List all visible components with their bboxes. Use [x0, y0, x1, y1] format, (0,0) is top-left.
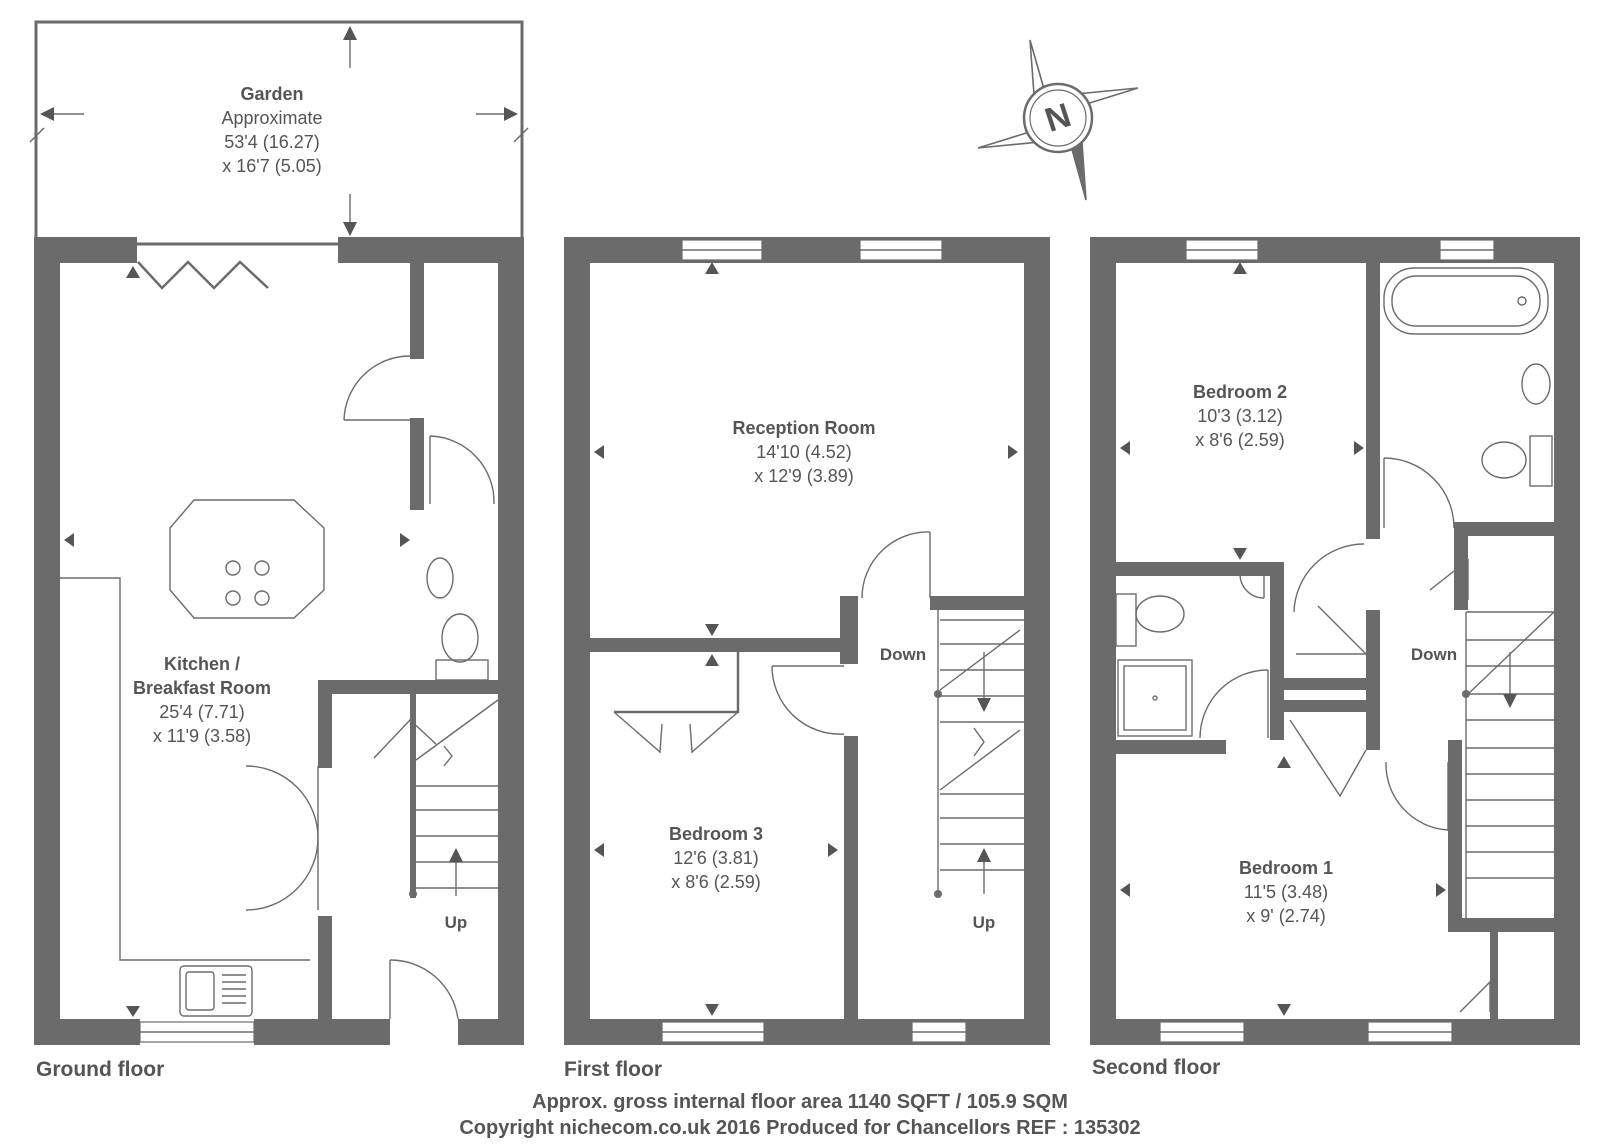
floor-area-text: Approx. gross internal floor area 1140 S… — [532, 1091, 1068, 1113]
bedroom1-width: x 9' (2.74) — [1246, 906, 1325, 926]
ground-floor-plan: Kitchen / Breakfast Room 25'4 (7.71) x 1… — [34, 237, 524, 1081]
garden-length: 53'4 (16.27) — [224, 132, 320, 152]
bedroom3-length: 12'6 (3.81) — [673, 848, 759, 868]
kitchen-width: x 11'9 (3.58) — [153, 726, 251, 746]
kitchen-name-2: Breakfast Room — [133, 678, 271, 698]
bedroom3-width: x 8'6 (2.59) — [671, 872, 760, 892]
second-floor-plan: Bedroom 2 10'3 (3.12) x 8'6 (2.59) Bedro… — [1090, 237, 1580, 1079]
reception-name: Reception Room — [732, 418, 875, 438]
bedroom1-length: 11'5 (3.48) — [1244, 882, 1328, 902]
garden-width: x 16'7 (5.05) — [222, 156, 322, 176]
reception-length: 14'10 (4.52) — [756, 442, 852, 462]
second-stairs-down: Down — [1411, 645, 1457, 664]
ground-stairs-up: Up — [445, 913, 468, 932]
first-stairs-up: Up — [973, 913, 996, 932]
first-floor-plan: Reception Room 14'10 (4.52) x 12'9 (3.89… — [564, 237, 1050, 1081]
bedroom1-name: Bedroom 1 — [1239, 858, 1333, 878]
garden-name: Garden — [240, 84, 303, 104]
bedroom2-length: 10'3 (3.12) — [1197, 406, 1283, 426]
copyright-text: Copyright nichecom.co.uk 2016 Produced f… — [459, 1117, 1140, 1139]
second-floor-title: Second floor — [1092, 1056, 1220, 1079]
garden-area: Garden Approximate 53'4 (16.27) x 16'7 (… — [29, 20, 529, 246]
compass-icon: N — [977, 39, 1139, 201]
ground-floor-title: Ground floor — [36, 1058, 164, 1081]
bedroom2-name: Bedroom 2 — [1193, 382, 1287, 402]
kitchen-length: 25'4 (7.71) — [159, 702, 245, 722]
reception-width: x 12'9 (3.89) — [754, 466, 854, 486]
kitchen-name-1: Kitchen / — [164, 654, 240, 674]
bedroom3-name: Bedroom 3 — [669, 824, 763, 844]
garden-note: Approximate — [221, 108, 322, 128]
first-stairs-down: Down — [880, 645, 926, 664]
first-floor-title: First floor — [564, 1058, 662, 1081]
bedroom2-width: x 8'6 (2.59) — [1195, 430, 1284, 450]
